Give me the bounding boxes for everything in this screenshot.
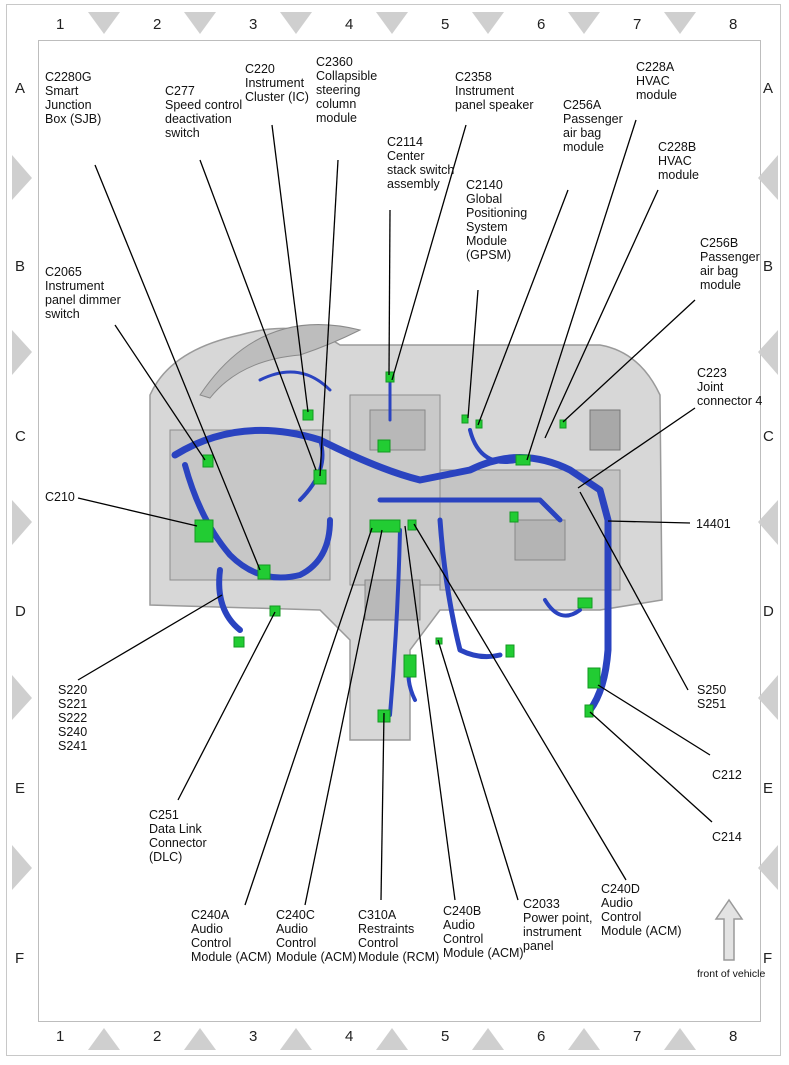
label-c2065: C2065 Instrument panel dimmer switch bbox=[45, 265, 121, 321]
label-c2114: C2114 Center stack switch assembly bbox=[387, 135, 455, 191]
label-c240d: C240D Audio Control Module (ACM) bbox=[601, 882, 682, 938]
grid-col-top-8: 8 bbox=[729, 16, 738, 33]
label-c228a: C228A HVAC module bbox=[636, 60, 677, 102]
grid-row-left-a: A bbox=[15, 80, 26, 97]
wiring-harness bbox=[171, 370, 612, 717]
grid-col-top-1: 1 bbox=[56, 16, 65, 33]
grid-col-bottom-6: 6 bbox=[537, 1028, 546, 1045]
connectors bbox=[194, 371, 601, 723]
grid-row-right-d: D bbox=[763, 603, 774, 620]
label-c240a: C240A Audio Control Module (ACM) bbox=[191, 908, 272, 964]
grid-row-right-a: A bbox=[763, 80, 774, 97]
label-c251: C251 Data Link Connector (DLC) bbox=[149, 808, 207, 864]
label-c212: C212 bbox=[712, 768, 742, 782]
label-c2360: C2360 Collapsible steering column module bbox=[316, 55, 378, 125]
front-arrow-icon bbox=[714, 898, 744, 961]
label-c240b: C240B Audio Control Module (ACM) bbox=[443, 904, 524, 960]
grid-row-left-f: F bbox=[15, 950, 25, 967]
label-c223: C223 Joint connector 4 bbox=[697, 366, 763, 408]
grid-col-bottom-1: 1 bbox=[56, 1028, 65, 1045]
label-c277: C277 Speed control deactivation switch bbox=[165, 84, 243, 140]
grid-row-right-e: E bbox=[763, 780, 774, 797]
grid-col-top-4: 4 bbox=[345, 16, 354, 33]
grid-col-bottom-7: 7 bbox=[633, 1028, 642, 1045]
label-14401: 14401 bbox=[696, 517, 731, 531]
grid-col-bottom-5: 5 bbox=[441, 1028, 450, 1045]
label-c220: C220 Instrument Cluster (IC) bbox=[245, 62, 309, 104]
grid-col-top-2: 2 bbox=[153, 16, 162, 33]
label-c2033: C2033 Power point, instrument panel bbox=[523, 897, 593, 953]
label-c2358: C2358 Instrument panel speaker bbox=[455, 70, 534, 112]
grid-row-left-d: D bbox=[15, 603, 26, 620]
label-c256b: C256B Passenger air bag module bbox=[700, 236, 760, 292]
grid-row-right-b: B bbox=[763, 258, 774, 275]
label-front-of-vehicle: front of vehicle bbox=[697, 968, 766, 980]
border-triangles bbox=[12, 12, 778, 1050]
label-splices-left: S220 S221 S222 S240 S241 bbox=[58, 683, 88, 753]
label-c310a: C310A Restraints Control Module (RCM) bbox=[358, 908, 440, 964]
grid-col-top-7: 7 bbox=[633, 16, 642, 33]
grid-col-top-3: 3 bbox=[249, 16, 258, 33]
grid-row-left-b: B bbox=[15, 258, 26, 275]
grid-col-top-5: 5 bbox=[441, 16, 450, 33]
diagram-border bbox=[38, 40, 761, 1022]
grid-col-bottom-4: 4 bbox=[345, 1028, 354, 1045]
leader-lines bbox=[77, 119, 713, 906]
grid-col-bottom-2: 2 bbox=[153, 1028, 162, 1045]
grid-col-bottom-8: 8 bbox=[729, 1028, 738, 1045]
label-c228b: C228B HVAC module bbox=[658, 140, 699, 182]
label-c2140: C2140 Global Positioning System Module (… bbox=[466, 178, 528, 262]
grid-row-left-e: E bbox=[15, 780, 26, 797]
label-c214: C214 bbox=[712, 830, 742, 844]
label-c2280g: C2280G Smart Junction Box (SJB) bbox=[45, 70, 102, 126]
grid-col-bottom-3: 3 bbox=[249, 1028, 258, 1045]
grid-row-right-f: F bbox=[763, 950, 773, 967]
grid-row-right-c: C bbox=[763, 428, 774, 445]
label-s250-s251: S250 S251 bbox=[697, 683, 727, 711]
grid-row-left-c: C bbox=[15, 428, 26, 445]
outer-frame bbox=[6, 4, 781, 1056]
label-c256a: C256A Passenger air bag module bbox=[563, 98, 623, 154]
label-c210: C210 bbox=[45, 490, 75, 504]
label-c240c: C240C Audio Control Module (ACM) bbox=[276, 908, 357, 964]
grid-col-top-6: 6 bbox=[537, 16, 546, 33]
